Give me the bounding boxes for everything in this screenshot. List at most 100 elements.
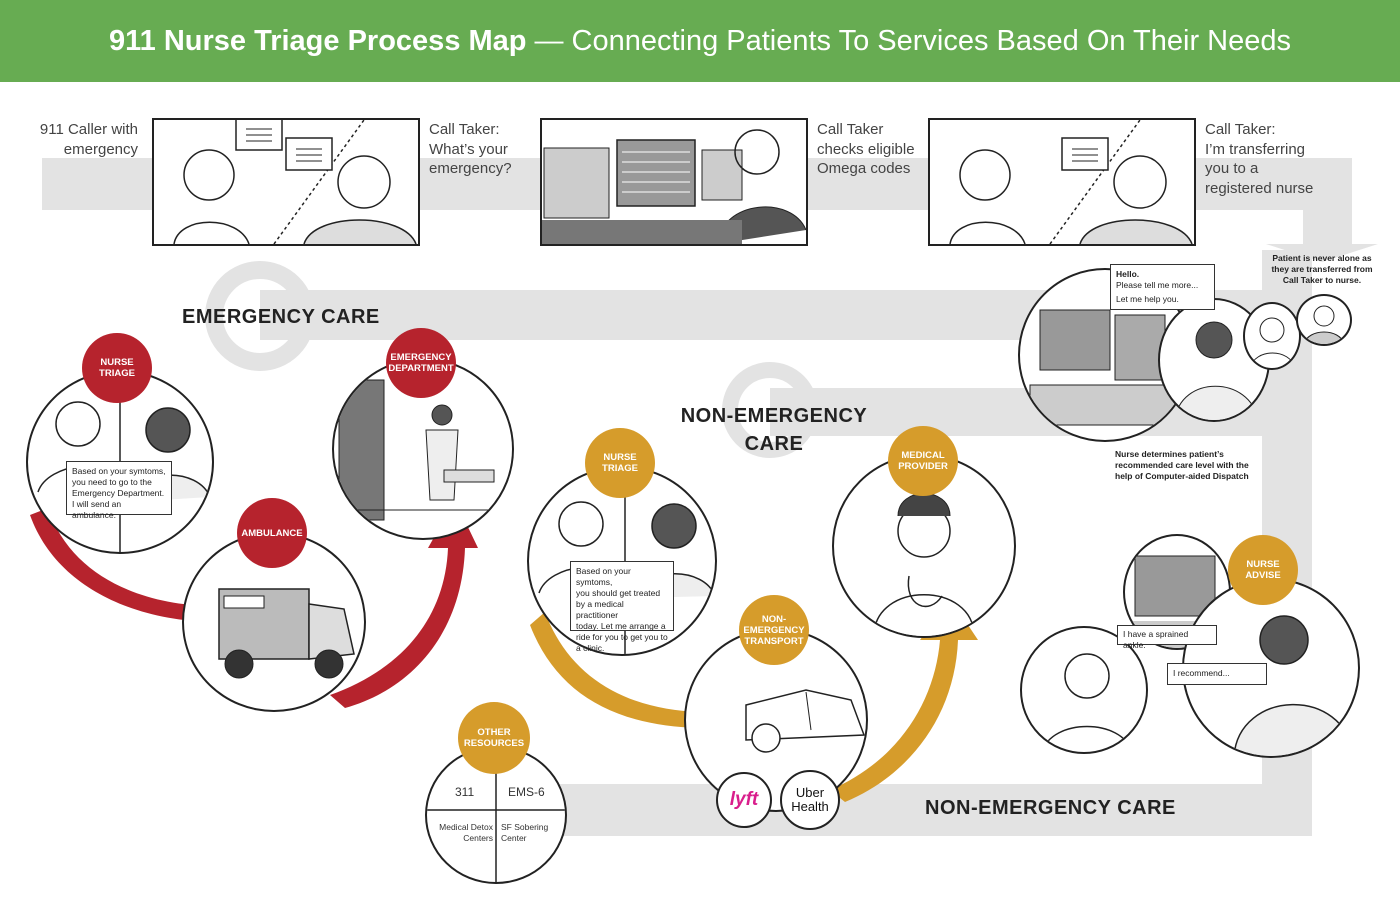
non-emergency-triage-bubble-line: Based on your symtoms, [576, 566, 631, 587]
emergency-triage-bubble-line: you need to go to the [72, 477, 152, 487]
nurse-determines-note: Nurse determines patient’s recommended c… [1115, 449, 1275, 482]
resource-ems6: EMS-6 [508, 785, 545, 799]
step3-caption-line: checks eligible [817, 140, 915, 158]
car-illustration [745, 689, 866, 753]
step2-caption-line: What’s your [429, 140, 508, 158]
non-emergency-care-bottom-title: NON-EMERGENCY CARE [925, 797, 1176, 819]
step4-caption: Call Taker: I’m transferring you to a re… [1205, 120, 1335, 198]
header-title-bold: 911 Nurse Triage Process Map [109, 24, 527, 57]
emergency-triage-bubble-line: I will send an ambulance. [72, 499, 122, 520]
transfer-call-illustration [928, 118, 1196, 246]
nurse-determines-line: recommended care level with the [1115, 460, 1249, 470]
hello-line2: Let me help you. [1116, 294, 1179, 304]
non-emergency-triage-bubble-line: today. Let me arrange a [576, 621, 666, 631]
non-emergency-transport-circle [684, 628, 868, 812]
patient-speech-bubble: I have a sprained ankle. [1117, 625, 1217, 650]
badge-line: OTHER [477, 727, 511, 738]
emergency-department-illustration [334, 379, 512, 521]
step4-caption-line: I’m transferring [1205, 140, 1306, 158]
ambulance-badge: AMBULANCE [237, 498, 307, 568]
resource-sf-sobering: SF Sobering Center [501, 822, 561, 844]
badge-line: TRIAGE [99, 368, 135, 379]
resource-line: Centers [463, 833, 493, 843]
badge-line: PROVIDER [898, 461, 948, 472]
badge-line: EMERGENCY [743, 624, 805, 636]
step4-caption-line: Call Taker: [1205, 121, 1276, 138]
step1-caption-line: 911 Caller with [39, 121, 138, 138]
nurse-hello-bubble: Hello. Please tell me more... Let me hel… [1110, 264, 1215, 310]
gold-arrow-2-body [830, 598, 978, 802]
lyft-logo: lyft [716, 772, 772, 828]
step2-caption: Call Taker: What’s your emergency? [429, 120, 539, 179]
step3-caption: Call Taker checks eligible Omega codes [817, 120, 927, 179]
caller-and-calltaker-illustration [152, 118, 420, 246]
non-emergency-triage-bubble-line: by a medical practitioner [576, 599, 624, 620]
badge-line: NURSE [100, 357, 134, 368]
hello-title: Hello. [1116, 269, 1140, 279]
never-alone-line: Call Taker to nurse. [1282, 275, 1362, 285]
top-flow-arrowhead [1266, 244, 1378, 262]
step2-caption-line: emergency? [429, 160, 512, 177]
nurse-determines-line: help of Computer-aided Dispatch [1115, 471, 1249, 481]
uber-health-logo: Uber Health [780, 770, 840, 830]
header-separator: — [534, 24, 564, 57]
bottom-band [545, 784, 1312, 836]
nurse-determines-line: Nurse determines patient’s [1115, 449, 1224, 459]
header-title-light: Connecting Patients To Services Based On… [571, 24, 1292, 57]
non-emergency-mid-line: NON-EMERGENCY [680, 405, 868, 427]
badge-line: TRANSPORT [744, 635, 804, 647]
nurse-advise-patient-circle [1020, 626, 1148, 754]
badge-line: AMBULANCE [241, 527, 303, 539]
non-emergency-triage-bubble-line: a clinic. [576, 643, 605, 653]
emergency-triage-bubble: Based on your symtoms, you need to go to… [66, 461, 172, 520]
emergency-triage-bubble-line: Based on your symtoms, [72, 466, 166, 476]
hello-line1: Please tell me more... [1116, 280, 1199, 290]
non-emergency-triage-bubble-line: ride for you to get you to [576, 632, 668, 642]
badge-line: RESOURCES [463, 738, 525, 749]
resource-line: Center [501, 833, 527, 843]
lyft-logo-text: lyft [729, 789, 759, 810]
computer-screen-illustration [542, 129, 806, 244]
step4-caption-line: registered nurse [1205, 179, 1314, 197]
badge-line: NURSE [603, 452, 637, 463]
never-alone-line: they are transferred from [1271, 264, 1373, 274]
step4-caption-line: you to a [1205, 160, 1259, 177]
page-header: 911 Nurse Triage Process Map — Connectin… [0, 0, 1400, 82]
nurse-speech-bubble: I recommend... [1167, 663, 1267, 685]
step3-caption-line: Call Taker [817, 121, 884, 138]
badge-line: MEDICAL [901, 450, 945, 461]
phone-call-illustration [173, 120, 417, 244]
small-calltaker-circle [1296, 294, 1352, 346]
non-emergency-triage-bubble-line: you should get treated [576, 588, 661, 598]
calltaker-thumbnail-icon [1303, 305, 1345, 344]
step2-caption-line: Call Taker: [429, 121, 500, 138]
badge-line: NURSE [1246, 559, 1280, 570]
right-down-band [1303, 158, 1352, 248]
never-alone-note: Patient is never alone as they are trans… [1262, 253, 1382, 286]
emergency-care-title: EMERGENCY CARE [182, 306, 380, 328]
ambulance-illustration [218, 588, 355, 679]
doctor-illustration [873, 493, 975, 636]
phone-call-illustration-2 [949, 120, 1193, 244]
calltaker-computer-illustration [540, 118, 808, 246]
badge-line: ADVISE [1245, 570, 1281, 581]
emergency-triage-bubble-line: Emergency Department. [72, 488, 165, 498]
step1-caption: 911 Caller with emergency [20, 120, 138, 159]
resource-line: Medical Detox [439, 822, 493, 832]
nurse-headset-illustration [1174, 321, 1259, 420]
non-emergency-triage-bubble: Based on your symtoms, you should get tr… [570, 561, 674, 653]
non-emergency-care-mid-title: NON-EMERGENCY CARE [674, 402, 874, 458]
resource-line: SF Sobering [501, 822, 549, 832]
emergency-ring [205, 261, 315, 371]
non-emergency-mid-line: CARE [744, 433, 804, 455]
uber-logo-line: Uber [795, 785, 825, 800]
badge-line: NON- [761, 613, 787, 625]
medical-provider-circle [832, 454, 1016, 638]
